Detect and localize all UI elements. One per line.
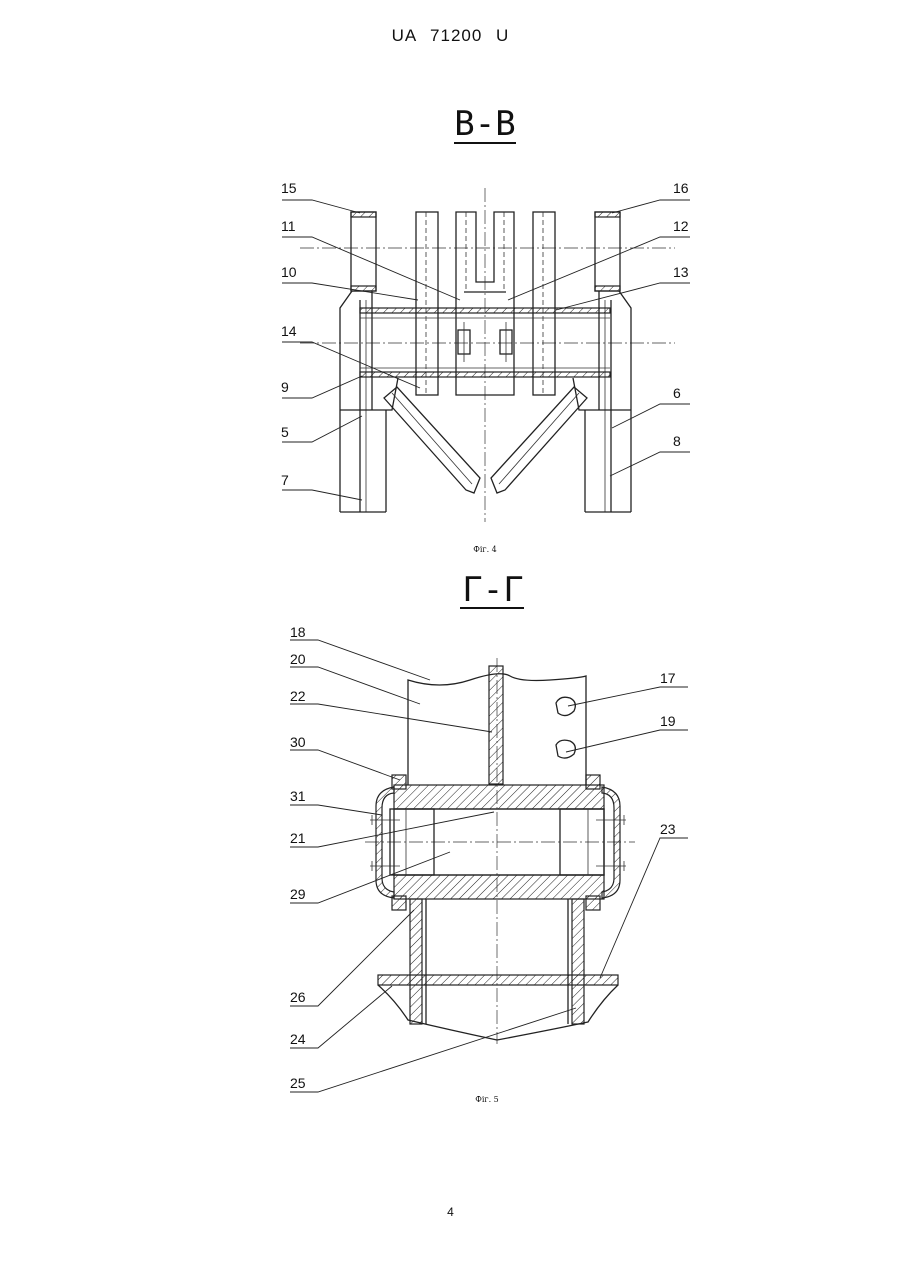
figure-5-drawing: 18 17 20 22 19 30 31 21 23 29 26 24 25 xyxy=(290,624,688,1092)
label-26: 26 xyxy=(290,989,306,1005)
label-11: 11 xyxy=(281,218,296,234)
label-9: 9 xyxy=(281,379,289,395)
label-21: 21 xyxy=(290,830,306,846)
page-number: 4 xyxy=(0,1205,901,1219)
label-24: 24 xyxy=(290,1031,306,1047)
label-31: 31 xyxy=(290,788,306,804)
figure-4-drawing: 15 16 11 12 10 13 14 9 5 6 8 7 xyxy=(281,180,690,522)
label-10: 10 xyxy=(281,264,297,280)
label-30: 30 xyxy=(290,734,306,750)
figure-4-caption: Фіг. 4 xyxy=(435,545,535,554)
label-18: 18 xyxy=(290,624,306,640)
label-29: 29 xyxy=(290,886,306,902)
label-25: 25 xyxy=(290,1075,306,1091)
label-5: 5 xyxy=(281,424,289,440)
label-15: 15 xyxy=(281,180,297,196)
label-20: 20 xyxy=(290,651,306,667)
figure-5-caption: Фіг. 5 xyxy=(437,1095,537,1104)
label-17: 17 xyxy=(660,670,676,686)
label-13: 13 xyxy=(673,264,689,280)
label-19: 19 xyxy=(660,713,676,729)
label-8: 8 xyxy=(673,433,681,449)
label-16: 16 xyxy=(673,180,689,196)
label-22: 22 xyxy=(290,688,306,704)
label-23: 23 xyxy=(660,821,676,837)
label-14: 14 xyxy=(281,323,297,339)
label-7: 7 xyxy=(281,472,289,488)
label-6: 6 xyxy=(673,385,681,401)
label-12: 12 xyxy=(673,218,689,234)
